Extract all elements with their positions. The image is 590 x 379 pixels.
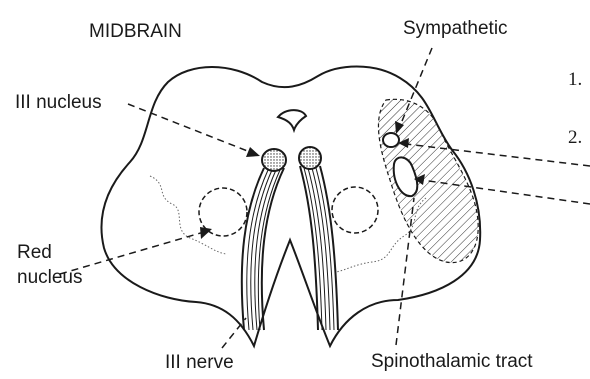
iii-nucleus-left: [262, 149, 286, 171]
iii-nucleus-right: [299, 147, 321, 169]
spinothalamic-region: [378, 99, 478, 262]
substantia-nigra-left: [150, 176, 226, 254]
list-marker-2: 2.: [568, 128, 582, 147]
label-red-line1: Red: [17, 243, 52, 262]
label-iii-nerve: III nerve: [165, 353, 234, 372]
cerebral-aqueduct: [278, 110, 306, 130]
list-marker-1: 1.: [568, 70, 582, 89]
label-spinothalamic: Spinothalamic tract: [371, 352, 533, 371]
sympathetic-tract: [383, 133, 399, 147]
diagram-title: MIDBRAIN: [89, 22, 182, 41]
iii-nerve-fibres-left: [242, 168, 284, 330]
label-iii-nucleus: III nucleus: [15, 93, 102, 112]
label-sympathetic: Sympathetic: [403, 19, 508, 38]
label-red-line2: nucleus: [17, 268, 83, 287]
red-nucleus-right: [332, 187, 378, 233]
iii-nerve-fibres-right: [300, 166, 338, 330]
arrowhead-iii-nucleus: [246, 147, 260, 157]
